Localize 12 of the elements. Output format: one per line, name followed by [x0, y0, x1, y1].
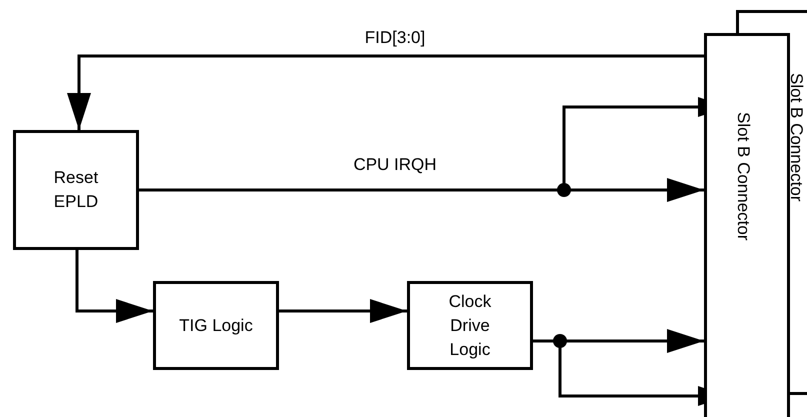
block-box [407, 281, 533, 370]
arrow [67, 54, 704, 130]
connector-box [704, 33, 790, 417]
block-label: Clock Drive Logic [448, 290, 492, 360]
block-label: TIG Logic [178, 314, 254, 336]
connector-label: Slot B Connector [788, 73, 805, 202]
arrow [279, 299, 407, 323]
block-label: Reset EPLD [52, 167, 100, 213]
block-box [13, 130, 139, 250]
connector-label: Slot B Connector [735, 112, 752, 241]
arrow [76, 250, 153, 323]
block-box [153, 281, 279, 370]
